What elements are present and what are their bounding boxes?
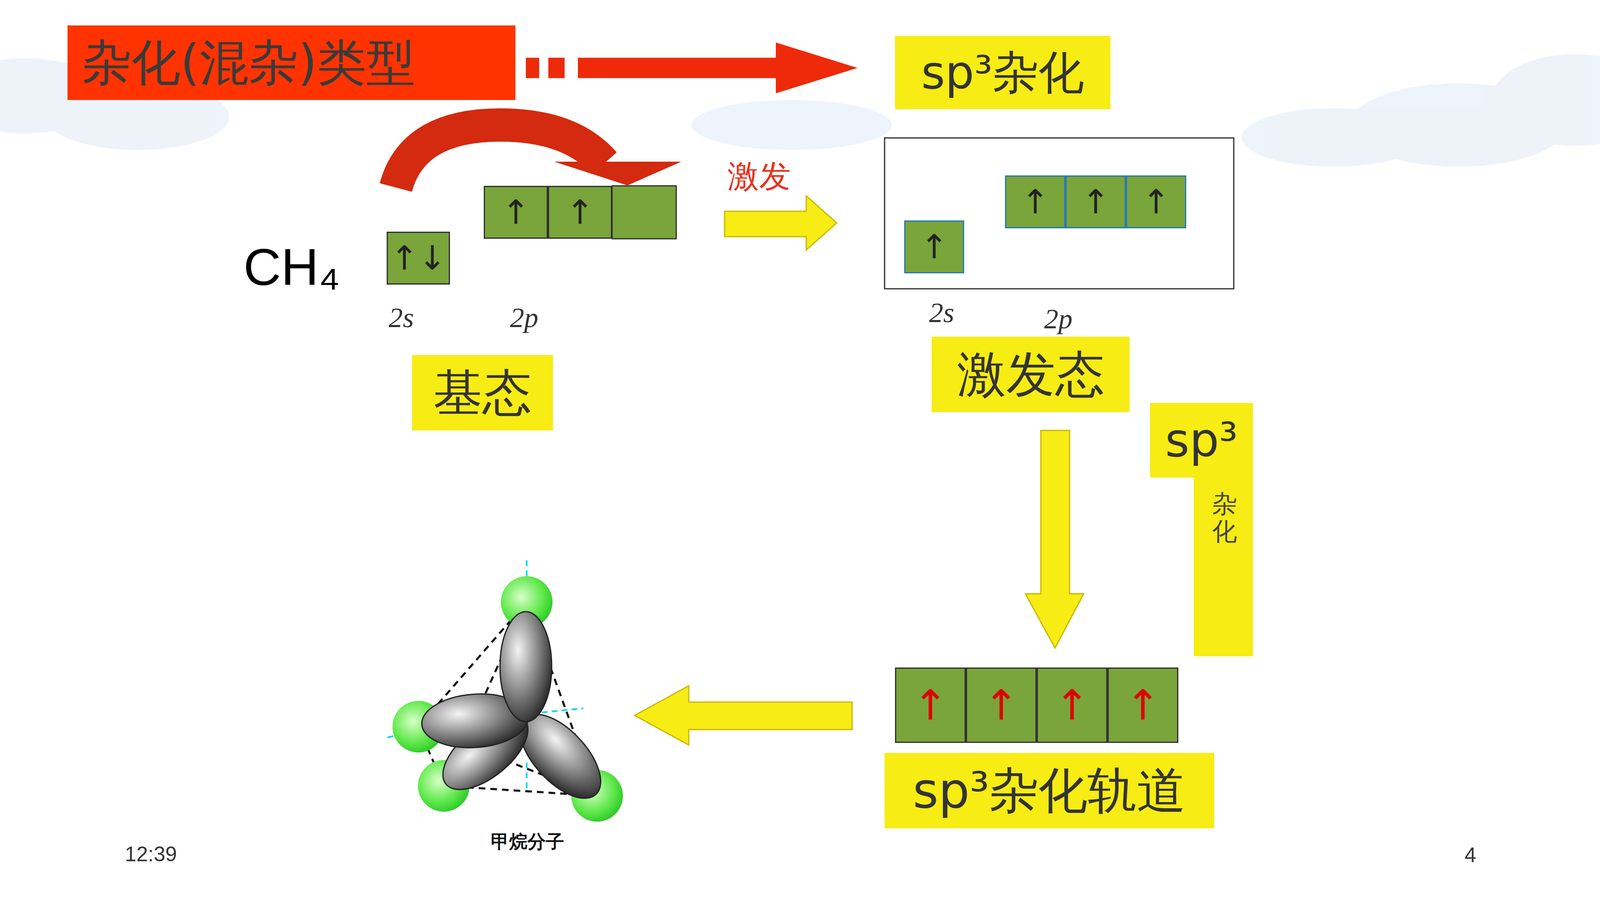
electron-arrow: ↑ xyxy=(501,192,530,233)
box-text: 杂化(混杂)类型 xyxy=(82,33,416,93)
electron-arrow: ↑ xyxy=(1142,182,1170,223)
title-box: 杂化(混杂)类型 xyxy=(67,25,516,100)
orbital-label: 2p xyxy=(1044,302,1073,336)
orbital-box: ↑ xyxy=(904,220,965,274)
curved-arrow xyxy=(395,125,682,188)
state-label-box: 基态 xyxy=(412,355,553,431)
process-tag: sp³ 杂化 xyxy=(1150,402,1253,657)
down-arrow xyxy=(1025,430,1084,648)
orbital-box: ↑ xyxy=(1125,175,1187,229)
arrow-head xyxy=(775,42,858,94)
time-stamp: 12:39 xyxy=(124,842,177,867)
orbital-box: ↑ xyxy=(1065,175,1126,229)
state-label-box: 激发态 xyxy=(931,336,1130,413)
orbital-box: ↑↓ xyxy=(386,231,450,285)
page-number: 4 xyxy=(1464,842,1477,868)
orbital-box: ↑ xyxy=(483,185,548,239)
orbital-box: ↑ xyxy=(1005,175,1066,229)
excite-arrow xyxy=(724,195,837,250)
electron-arrow: ↑↓ xyxy=(390,238,447,279)
orbital-box: ↑ xyxy=(547,185,613,239)
electron-arrow: ↑ xyxy=(1125,680,1161,731)
orbital-label: 2p xyxy=(510,301,539,335)
arrow-shaft xyxy=(525,57,779,79)
electron-arrow: ↑ xyxy=(920,227,948,268)
orbital-box: ↑ xyxy=(1036,667,1108,743)
electron-arrow: ↑ xyxy=(912,680,948,731)
orbital-box: ↑ xyxy=(895,667,966,743)
figure-caption: 甲烷分子 xyxy=(490,829,565,855)
arrow-label: 激发 xyxy=(727,155,791,199)
excited-state-frame xyxy=(884,137,1234,289)
formula: CH₄ xyxy=(243,237,340,297)
orbital-box: ↑ xyxy=(965,667,1037,743)
box-text: sp³杂化轨道 xyxy=(912,761,1187,821)
box-text: 基态 xyxy=(433,363,532,423)
orbital-box: ↑ xyxy=(1107,667,1179,743)
result-box: sp³杂化轨道 xyxy=(884,752,1215,829)
orbital-label: 2s xyxy=(388,301,414,335)
electron-arrow: ↑ xyxy=(565,192,594,233)
flow-arrow xyxy=(525,42,858,94)
methane-model xyxy=(387,560,623,822)
tag-heading: sp³ xyxy=(1150,402,1253,478)
electron-arrow: ↑ xyxy=(1021,182,1050,223)
box-text: sp³杂化 xyxy=(921,45,1085,100)
heading-box: sp³杂化 xyxy=(895,35,1111,110)
orbital-label: 2s xyxy=(929,296,955,330)
left-arrow xyxy=(634,685,853,745)
electron-arrow: ↑ xyxy=(1081,182,1110,223)
electron-arrow: ↑ xyxy=(1054,680,1090,731)
electron-arrow: ↑ xyxy=(983,680,1019,731)
tag-text: 杂化 xyxy=(1212,490,1238,545)
empty-orbital xyxy=(612,185,677,239)
box-text: 激发态 xyxy=(957,345,1105,405)
